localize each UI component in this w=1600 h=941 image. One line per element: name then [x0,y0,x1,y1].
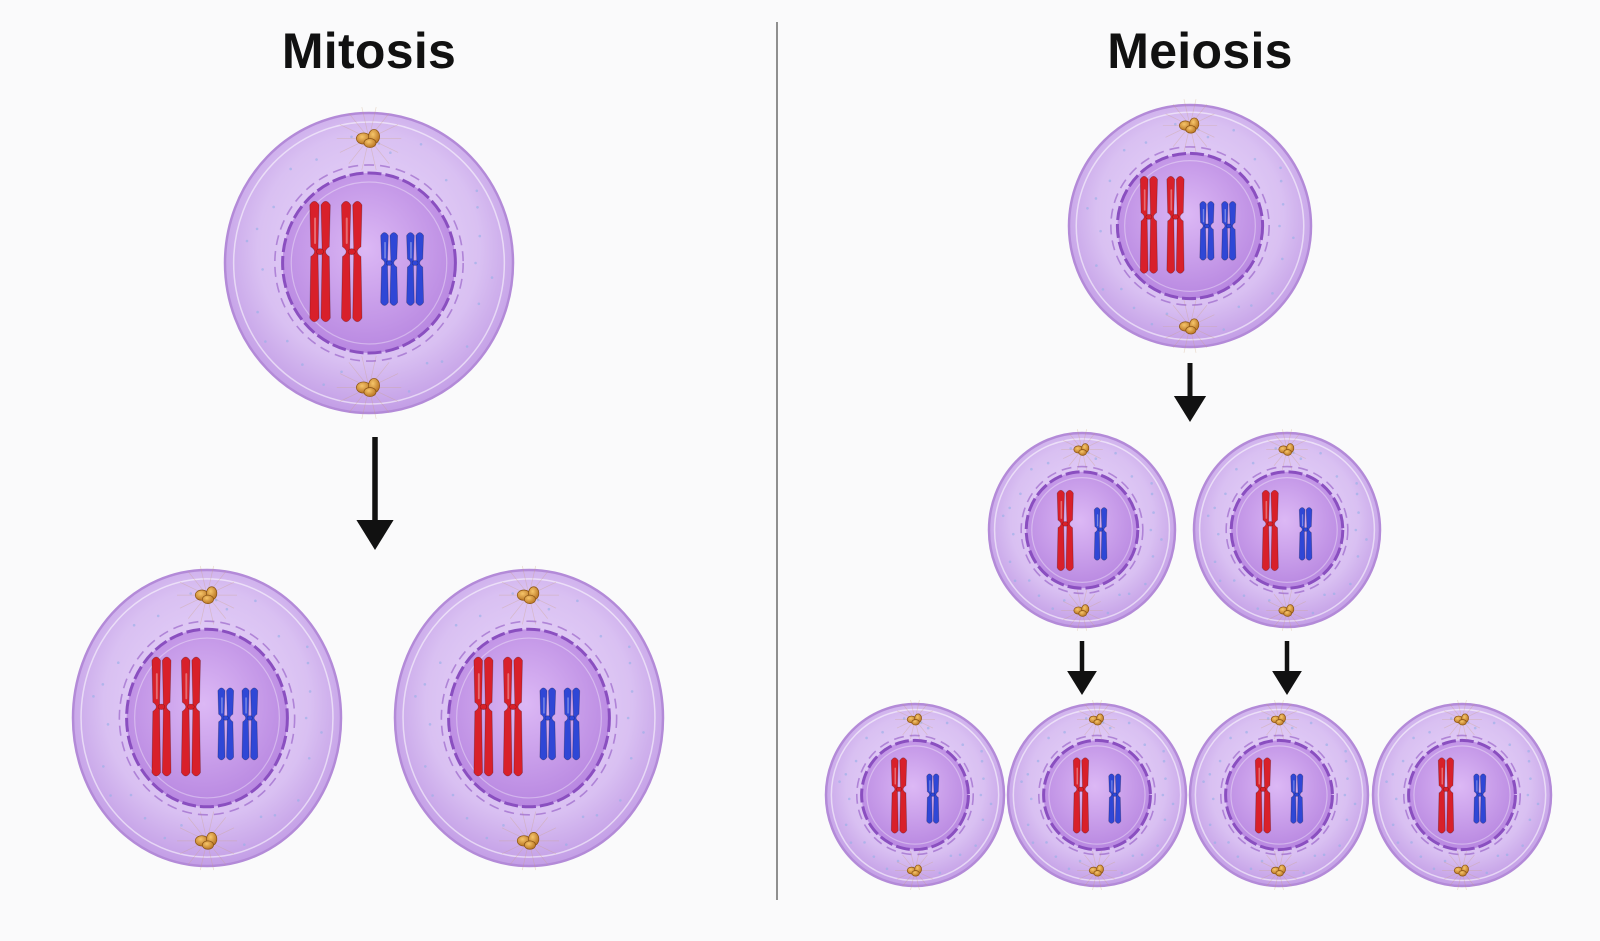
chromosome [1166,175,1185,274]
chromosome [1199,201,1215,261]
mitosis-parent-cell [223,106,515,420]
centrosome [895,851,935,891]
chromosome [241,687,259,761]
panel-divider [776,22,778,900]
chromosome [1261,489,1279,572]
chromosome [1298,507,1313,561]
meiosis-arrow-1 [1173,363,1207,422]
chromosome [1056,489,1074,572]
centrosome [176,565,238,625]
chromosome [341,200,363,323]
meiosis-arrow-2 [1067,641,1097,695]
chromosome [1072,757,1090,834]
chromosome [180,656,201,777]
centrosome [1162,99,1218,153]
centrosome [1162,299,1218,353]
centrosome [498,811,560,871]
chromosome [1221,201,1237,261]
centrosome [336,355,402,420]
chromosome [1093,507,1108,561]
chromosome [473,656,494,777]
meiosis-arrow-3 [1272,641,1302,695]
chromosome [380,232,399,306]
chromosome [217,687,235,761]
centrosome [336,106,402,171]
mitosis-daughter-cell-1 [71,565,343,871]
chromosome [563,687,581,761]
meiosis-final-cell-3 [1188,699,1370,891]
chromosome [406,232,424,306]
chromosome [890,757,908,834]
centrosome [895,699,935,739]
meiosis-final-cell-2 [1006,699,1188,891]
mitosis-title: Mitosis [281,23,457,79]
chromosome [926,773,940,824]
centrosome [1442,851,1482,891]
meiosis-intermediate-cell-2 [1192,429,1382,631]
centrosome [1061,590,1103,631]
chromosome [539,687,557,761]
centrosome [1259,851,1299,891]
chromosome [1108,773,1122,824]
chromosome [1437,757,1455,834]
centrosome [1259,699,1299,739]
chromosome [1254,757,1272,834]
mitosis-arrow [356,437,394,550]
meiosis-intermediate-cell-1 [987,429,1177,631]
centrosome [1266,590,1308,631]
centrosome [498,565,560,625]
chromosome [1290,773,1304,824]
meiosis-title: Meiosis [1107,23,1293,79]
centrosome [1061,429,1103,470]
chromosome [1473,773,1487,824]
meiosis-final-cell-4 [1371,699,1553,891]
centrosome [176,811,238,871]
meiosis-final-cell-1 [824,699,1006,891]
centrosome [1077,699,1117,739]
meiosis-parent-cell [1067,99,1313,353]
chromosome [309,200,331,323]
chromosome [151,656,172,777]
chromosome [1139,175,1158,274]
mitosis-daughter-cell-2 [393,565,665,871]
centrosome [1266,429,1308,470]
chromosome [502,656,523,777]
